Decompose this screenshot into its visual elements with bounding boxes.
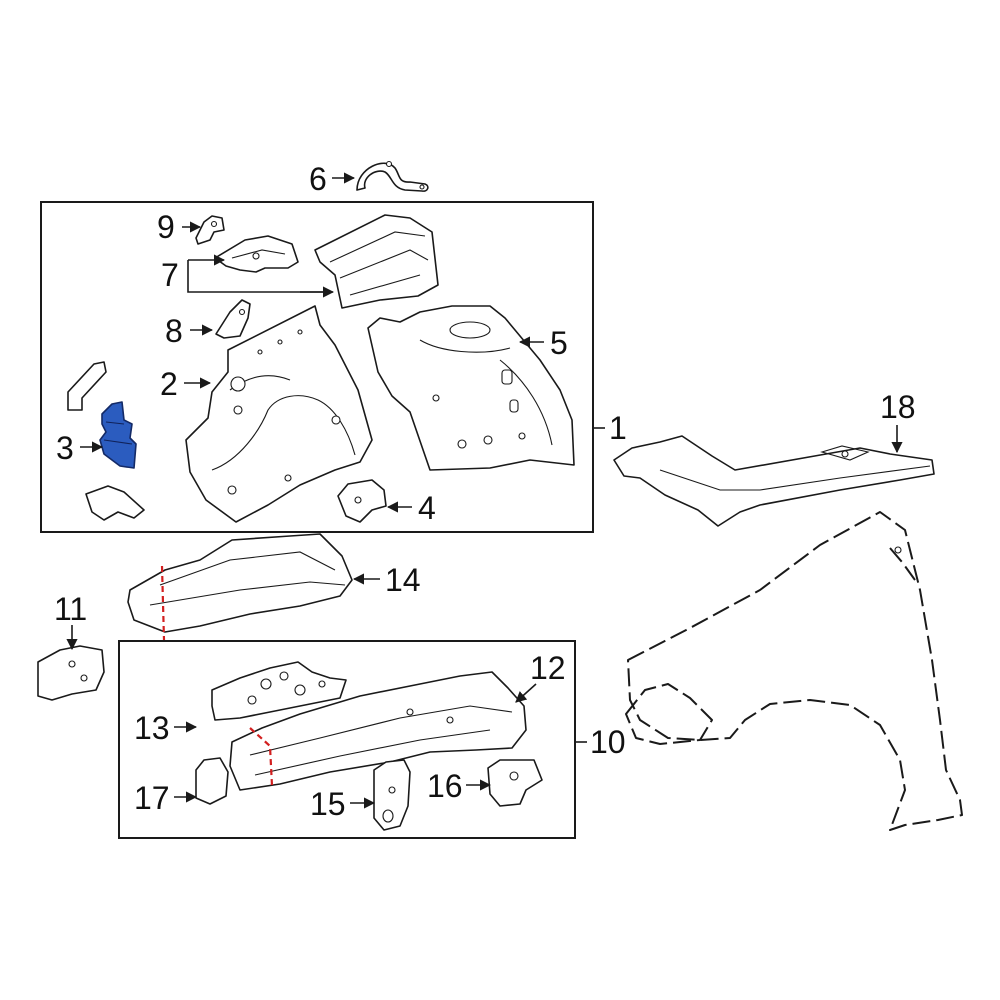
fender-outline [627, 511, 963, 831]
part-8-bracket[interactable] [215, 299, 251, 339]
leader-12 [515, 683, 537, 703]
part-2-hole [331, 415, 341, 425]
part-3-detail [103, 421, 133, 445]
part-12-hole [406, 708, 414, 716]
part-4-gusset[interactable] [337, 479, 387, 523]
callout-15: 15 [310, 786, 346, 822]
callout-11: 11 [54, 591, 87, 627]
part-13-hole [247, 695, 257, 705]
part-15-hole [382, 809, 394, 823]
part-13-reinforcement[interactable] [211, 661, 347, 721]
part-6-hole [419, 184, 425, 190]
part-12-detail [249, 705, 513, 776]
part-17-end-cap[interactable] [195, 757, 229, 805]
fender-lip-outline [889, 547, 916, 581]
part-11-hole [80, 674, 88, 682]
part-18-detail [659, 465, 931, 491]
part-15-bracket[interactable] [373, 759, 411, 831]
callout-10: 10 [590, 724, 626, 760]
part-2-hole [257, 349, 263, 355]
group-box-1 [40, 201, 594, 533]
part-18-detail [820, 445, 870, 461]
callout-8: 8 [165, 313, 183, 349]
part-16-hole [509, 771, 519, 781]
callout-7: 7 [161, 257, 179, 293]
lower-bracket[interactable] [85, 485, 145, 521]
bent-bracket[interactable] [67, 361, 107, 411]
part-7-detail [329, 231, 429, 296]
callout-16: 16 [427, 768, 463, 804]
part-9-hole [210, 220, 218, 228]
part-18-hole [841, 450, 849, 458]
part-7-detail [231, 249, 286, 259]
part-3-bracket-highlighted[interactable] [99, 401, 137, 469]
callout-5: 5 [550, 325, 568, 361]
callout-12: 12 [530, 650, 566, 686]
part-5-detail [419, 339, 553, 446]
callout-9: 9 [157, 209, 175, 245]
part-5-hole [483, 435, 493, 445]
part-5-hole [449, 321, 491, 339]
part-13-hole [279, 671, 289, 681]
callout-14: 14 [385, 562, 421, 598]
part-2-hole [297, 329, 303, 335]
part-9-bracket[interactable] [195, 215, 225, 245]
group-box-10 [118, 640, 576, 839]
part-11-bracket[interactable] [37, 645, 105, 701]
callout-17: 17 [134, 780, 170, 816]
part-2-hole [227, 485, 237, 495]
part-16-gusset[interactable] [487, 759, 543, 807]
part-8-hole [238, 308, 246, 316]
part-15-hole [388, 786, 396, 794]
part-5-slot [509, 399, 519, 413]
part-2-hole [233, 405, 243, 415]
leader-7 [187, 260, 330, 293]
fender-inner-outline [625, 683, 713, 745]
part-5-hole [432, 394, 440, 402]
part-13-hole [318, 680, 326, 688]
part-2-hole [230, 376, 246, 392]
callout-6: 6 [309, 161, 327, 197]
part-14-upper-apron[interactable] [127, 533, 353, 633]
callout-2: 2 [160, 366, 178, 402]
part-7-large-panel[interactable] [314, 214, 439, 309]
callout-3: 3 [56, 430, 74, 466]
callout-1: 1 [609, 410, 627, 446]
part-5-hole [457, 439, 467, 449]
callout-4: 4 [418, 490, 436, 526]
part-2-hole [277, 339, 283, 345]
part-13-hole [260, 678, 272, 690]
part-18-side-rail[interactable] [613, 435, 935, 527]
part-14-detail [149, 551, 346, 606]
part-5-slot [501, 369, 513, 385]
part-13-hole [294, 684, 306, 696]
part-14-cut-line [160, 565, 166, 641]
part-5-hole [518, 432, 526, 440]
part-12-hole [446, 716, 454, 724]
callout-13: 13 [134, 710, 170, 746]
fender-hole [894, 546, 902, 554]
part-7-hole [252, 252, 260, 260]
part-4-hole [354, 496, 362, 504]
part-12-cut-line [249, 727, 274, 787]
part-12-lower-member[interactable] [229, 671, 527, 791]
part-11-hole [68, 660, 76, 668]
part-2-hole [284, 474, 292, 482]
part-6-strap[interactable] [356, 162, 429, 192]
callout-18: 18 [880, 389, 916, 425]
part-6-hole [385, 160, 393, 168]
part-2-apron-panel[interactable] [185, 305, 373, 523]
